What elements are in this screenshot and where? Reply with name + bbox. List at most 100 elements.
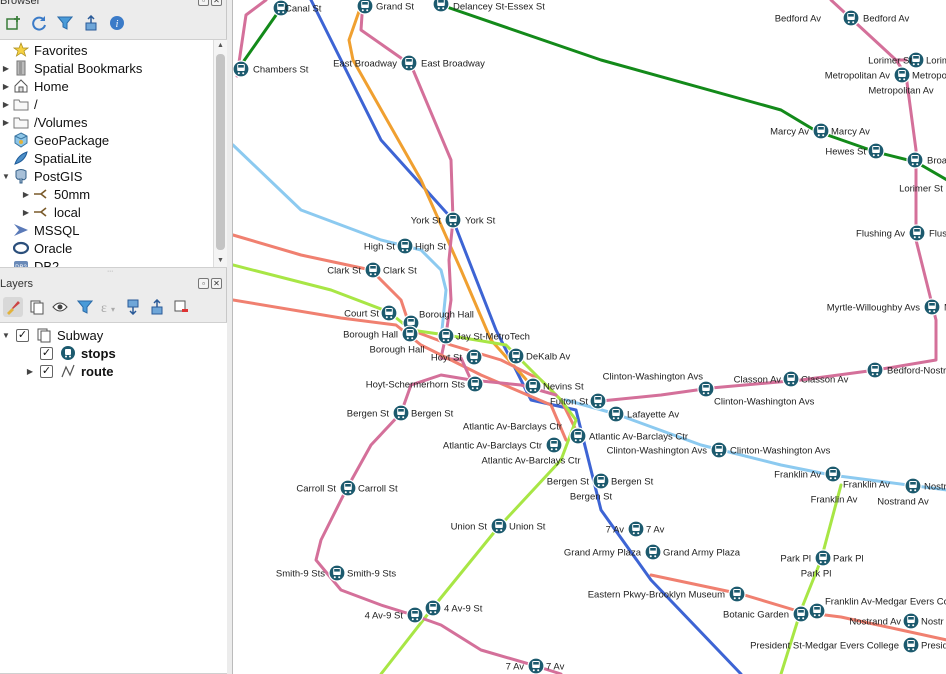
- browser-item-local[interactable]: ▶local: [20, 203, 81, 221]
- filter-legend-button[interactable]: [75, 297, 95, 317]
- station-marker-lafayette[interactable]: [607, 405, 625, 423]
- close-panel-button[interactable]: ✕: [211, 0, 222, 6]
- expanded-arrow-icon[interactable]: ▼: [2, 330, 10, 340]
- station-marker-nostrand-r[interactable]: [904, 477, 922, 495]
- collapsed-arrow-icon[interactable]: ▶: [2, 81, 10, 91]
- station-marker-flushing-l[interactable]: [908, 224, 926, 242]
- browser-item-favorites[interactable]: Favorites: [0, 41, 87, 59]
- station-marker-boroughhall-l[interactable]: [401, 325, 419, 343]
- station-marker-eastb-l[interactable]: [400, 54, 418, 72]
- station-marker-lorimer-l[interactable]: [907, 51, 925, 69]
- layer-visibility-checkbox[interactable]: ✓: [40, 364, 53, 378]
- station-marker-nostrand2-l[interactable]: [902, 612, 920, 630]
- collapsed-arrow-icon[interactable]: ▶: [22, 207, 30, 217]
- expand-all-button[interactable]: [123, 297, 143, 317]
- station-marker-jay[interactable]: [437, 327, 455, 345]
- station-marker-abc-1[interactable]: [569, 427, 587, 445]
- collapsed-arrow-icon[interactable]: ▶: [22, 189, 30, 199]
- layer-item-route[interactable]: ▶✓route: [24, 362, 114, 380]
- browser-item-home[interactable]: ▶Home: [0, 77, 69, 95]
- station-marker-parkpl-l[interactable]: [814, 549, 832, 567]
- station-marker-carroll-l[interactable]: [339, 479, 357, 497]
- expanded-arrow-icon[interactable]: ▼: [2, 171, 10, 181]
- add-layer-button[interactable]: [3, 13, 23, 33]
- station-marker-clark-l[interactable]: [364, 261, 382, 279]
- close-layers-button[interactable]: ✕: [211, 278, 222, 289]
- station-marker-delancey[interactable]: [432, 0, 450, 13]
- station-marker-presmedgar-l[interactable]: [902, 636, 920, 654]
- station-marker-marcy-l[interactable]: [812, 122, 830, 140]
- station-marker-classon-l[interactable]: [782, 370, 800, 388]
- float-panel-button[interactable]: ▫: [198, 0, 209, 6]
- station-marker-hoytsch[interactable]: [466, 375, 484, 393]
- collapse-all-button[interactable]: [81, 13, 101, 33]
- station-marker-smith-l[interactable]: [328, 564, 346, 582]
- station-marker-high-l[interactable]: [396, 237, 414, 255]
- float-layers-button[interactable]: ▫: [198, 278, 209, 289]
- station-marker-grand[interactable]: [356, 0, 374, 15]
- station-marker-bedfordnos[interactable]: [866, 361, 884, 379]
- style-layer-button[interactable]: [3, 297, 23, 317]
- properties-button[interactable]: i: [107, 13, 127, 33]
- station-marker-gap-l[interactable]: [644, 543, 662, 561]
- station-marker-dekalb[interactable]: [507, 347, 525, 365]
- station-marker-nevins[interactable]: [524, 377, 542, 395]
- collapsed-arrow-icon[interactable]: ▶: [2, 117, 10, 127]
- browser-scrollbar[interactable]: ▲ ▼: [213, 40, 227, 267]
- collapsed-arrow-icon[interactable]: ▶: [26, 366, 34, 376]
- collapse-layers-button[interactable]: [147, 297, 167, 317]
- resize-handle[interactable]: ⋯: [107, 269, 113, 275]
- browser-item-[interactable]: ▶/: [0, 95, 38, 113]
- browser-item-geopackage[interactable]: GeoPackage: [0, 131, 109, 149]
- filter-button[interactable]: [55, 13, 75, 33]
- station-marker-broad[interactable]: [906, 151, 924, 169]
- station-marker-bergen2-l[interactable]: [592, 472, 610, 490]
- browser-item-50mm[interactable]: ▶50mm: [20, 185, 90, 203]
- station-marker-hewes[interactable]: [867, 142, 885, 160]
- station-marker-metro-l[interactable]: [893, 66, 911, 84]
- browser-item-spatialite[interactable]: SpatiaLite: [0, 149, 92, 167]
- layer-item-stops[interactable]: ✓stops: [24, 344, 116, 362]
- scroll-thumb[interactable]: [216, 54, 225, 250]
- collapsed-arrow-icon[interactable]: ▶: [2, 63, 10, 73]
- layer-visibility-checkbox[interactable]: ✓: [40, 346, 53, 360]
- station-marker-ave7-l[interactable]: [627, 520, 645, 538]
- station-marker-av7b-l[interactable]: [527, 657, 545, 674]
- station-marker-av4-l[interactable]: [406, 606, 424, 624]
- scroll-up-icon[interactable]: ▲: [217, 42, 224, 49]
- station-marker-bedford-l[interactable]: [842, 9, 860, 27]
- station-marker-york-l[interactable]: [444, 211, 462, 229]
- layer-item-subway[interactable]: ▼✓Subway: [0, 326, 103, 344]
- station-marker-chambers[interactable]: [233, 60, 250, 78]
- station-marker-court[interactable]: [380, 304, 398, 322]
- station-marker-myrtle[interactable]: [923, 298, 941, 316]
- station-marker-franklin-l[interactable]: [824, 465, 842, 483]
- collapsed-arrow-icon[interactable]: ▶: [2, 99, 10, 109]
- add-group-button[interactable]: [27, 297, 47, 317]
- station-marker-cw-a[interactable]: [697, 380, 715, 398]
- manage-visibility-button[interactable]: [51, 297, 71, 317]
- browser-item-oracle[interactable]: Oracle: [0, 239, 72, 257]
- browser-item-mssql[interactable]: MSSQL: [0, 221, 80, 239]
- station-marker-fulton[interactable]: [589, 392, 607, 410]
- station-marker-av4-r[interactable]: [424, 599, 442, 617]
- station-marker-hoyt[interactable]: [465, 348, 483, 366]
- browser-item-volumes[interactable]: ▶/Volumes: [0, 113, 88, 131]
- browser-item-postgis[interactable]: ▼PostGIS: [0, 167, 82, 185]
- scroll-down-icon[interactable]: ▼: [217, 257, 224, 264]
- browser-item-spatial-bookmarks[interactable]: ▶Spatial Bookmarks: [0, 59, 142, 77]
- station-marker-botanic[interactable]: [792, 605, 810, 623]
- station-marker-union-l[interactable]: [490, 517, 508, 535]
- station-marker-cw-c[interactable]: [710, 441, 728, 459]
- station-marker-abc-3[interactable]: [545, 436, 563, 454]
- refresh-button[interactable]: [29, 13, 49, 33]
- station-marker-canal-l[interactable]: [272, 0, 290, 17]
- station-marker-fam[interactable]: [808, 602, 826, 620]
- remove-layer-button[interactable]: [171, 297, 191, 317]
- layer-visibility-checkbox[interactable]: ✓: [16, 328, 29, 342]
- station-marker-bergen-l[interactable]: [392, 404, 410, 422]
- station-marker-eastern[interactable]: [728, 585, 746, 603]
